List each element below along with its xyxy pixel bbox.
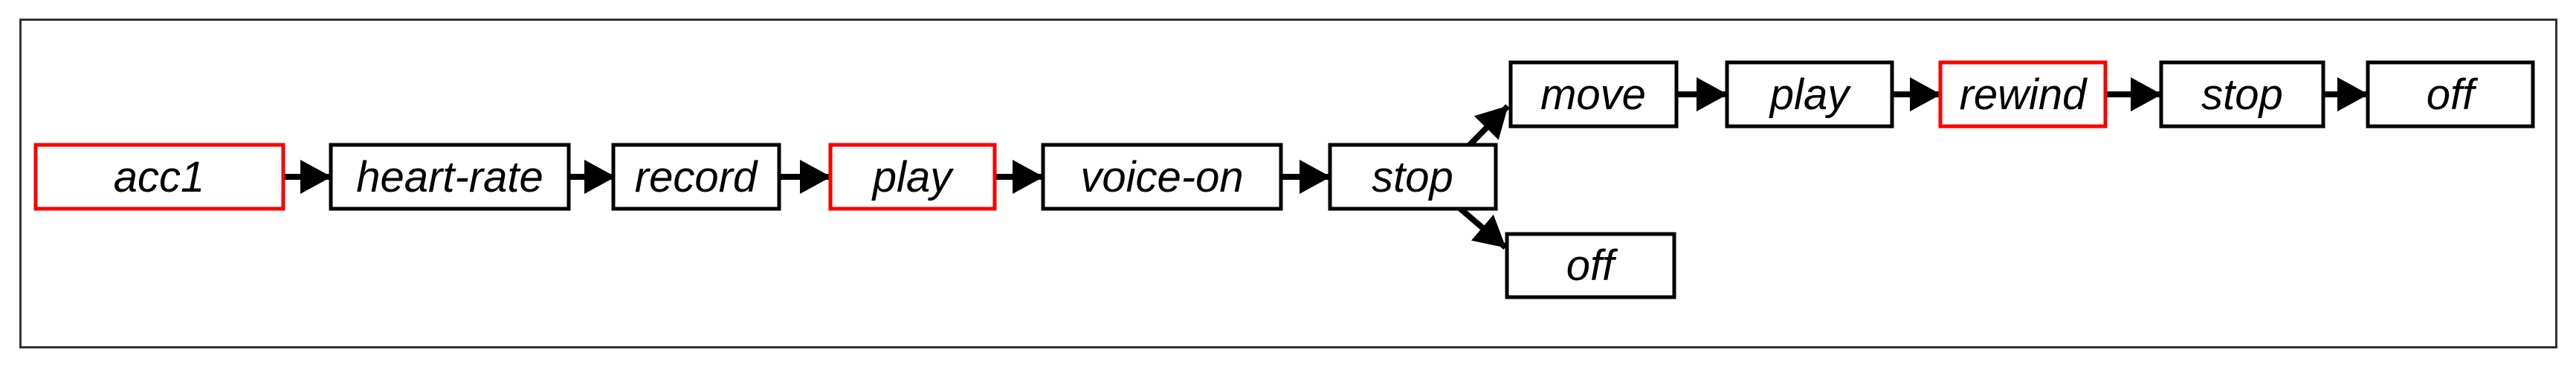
node-play-1: play: [828, 143, 997, 211]
node-play-2: play: [1725, 60, 1894, 129]
node-record-box: [611, 143, 781, 211]
node-acc1-label: acc1: [114, 153, 205, 201]
node-off-top-box: [2366, 60, 2535, 129]
node-move-box: [1508, 60, 1679, 129]
node-play-2-box: [1725, 60, 1894, 129]
node-record-label: record: [635, 153, 758, 201]
diagram-frame: [19, 19, 2557, 348]
node-rewind-box: [1938, 60, 2108, 129]
node-acc1-box: [33, 143, 285, 211]
node-voice-on-box: [1041, 143, 1283, 211]
node-play-1-box: [828, 143, 997, 211]
node-rewind: rewind: [1938, 60, 2108, 129]
node-stop-1-label: stop: [1372, 153, 1453, 201]
node-stop-2-label: stop: [2201, 71, 2283, 119]
node-rewind-label: rewind: [1960, 71, 2088, 119]
node-off-top: off: [2366, 60, 2535, 129]
node-voice-on: voice-on: [1041, 143, 1283, 211]
node-play-2-label: play: [1769, 71, 1851, 119]
edge-stop-move-arrow: [1465, 104, 1510, 150]
node-acc1: acc1: [33, 143, 285, 211]
node-stop-2-box: [2159, 60, 2325, 129]
node-heart-rate-label: heart-rate: [356, 153, 543, 201]
node-voice-on-label: voice-on: [1080, 153, 1243, 201]
node-off-bottom-label: off: [1566, 241, 1618, 290]
node-off-top-label: off: [2427, 71, 2479, 119]
node-stop-1-box: [1328, 143, 1498, 211]
node-record: record: [611, 143, 781, 211]
node-stop-2: stop: [2159, 60, 2325, 129]
node-heart-rate-box: [329, 143, 571, 211]
node-heart-rate: heart-rate: [329, 143, 571, 211]
node-play-1-label: play: [871, 153, 954, 201]
node-stop-1: stop: [1328, 143, 1498, 211]
node-move-label: move: [1540, 71, 1646, 119]
node-move: move: [1508, 60, 1679, 129]
node-off-bottom-box: [1505, 232, 1676, 299]
edge-stop-off-arrow: [1456, 204, 1508, 250]
node-off-bottom: off: [1505, 232, 1676, 299]
edges-layer: [283, 77, 2369, 250]
